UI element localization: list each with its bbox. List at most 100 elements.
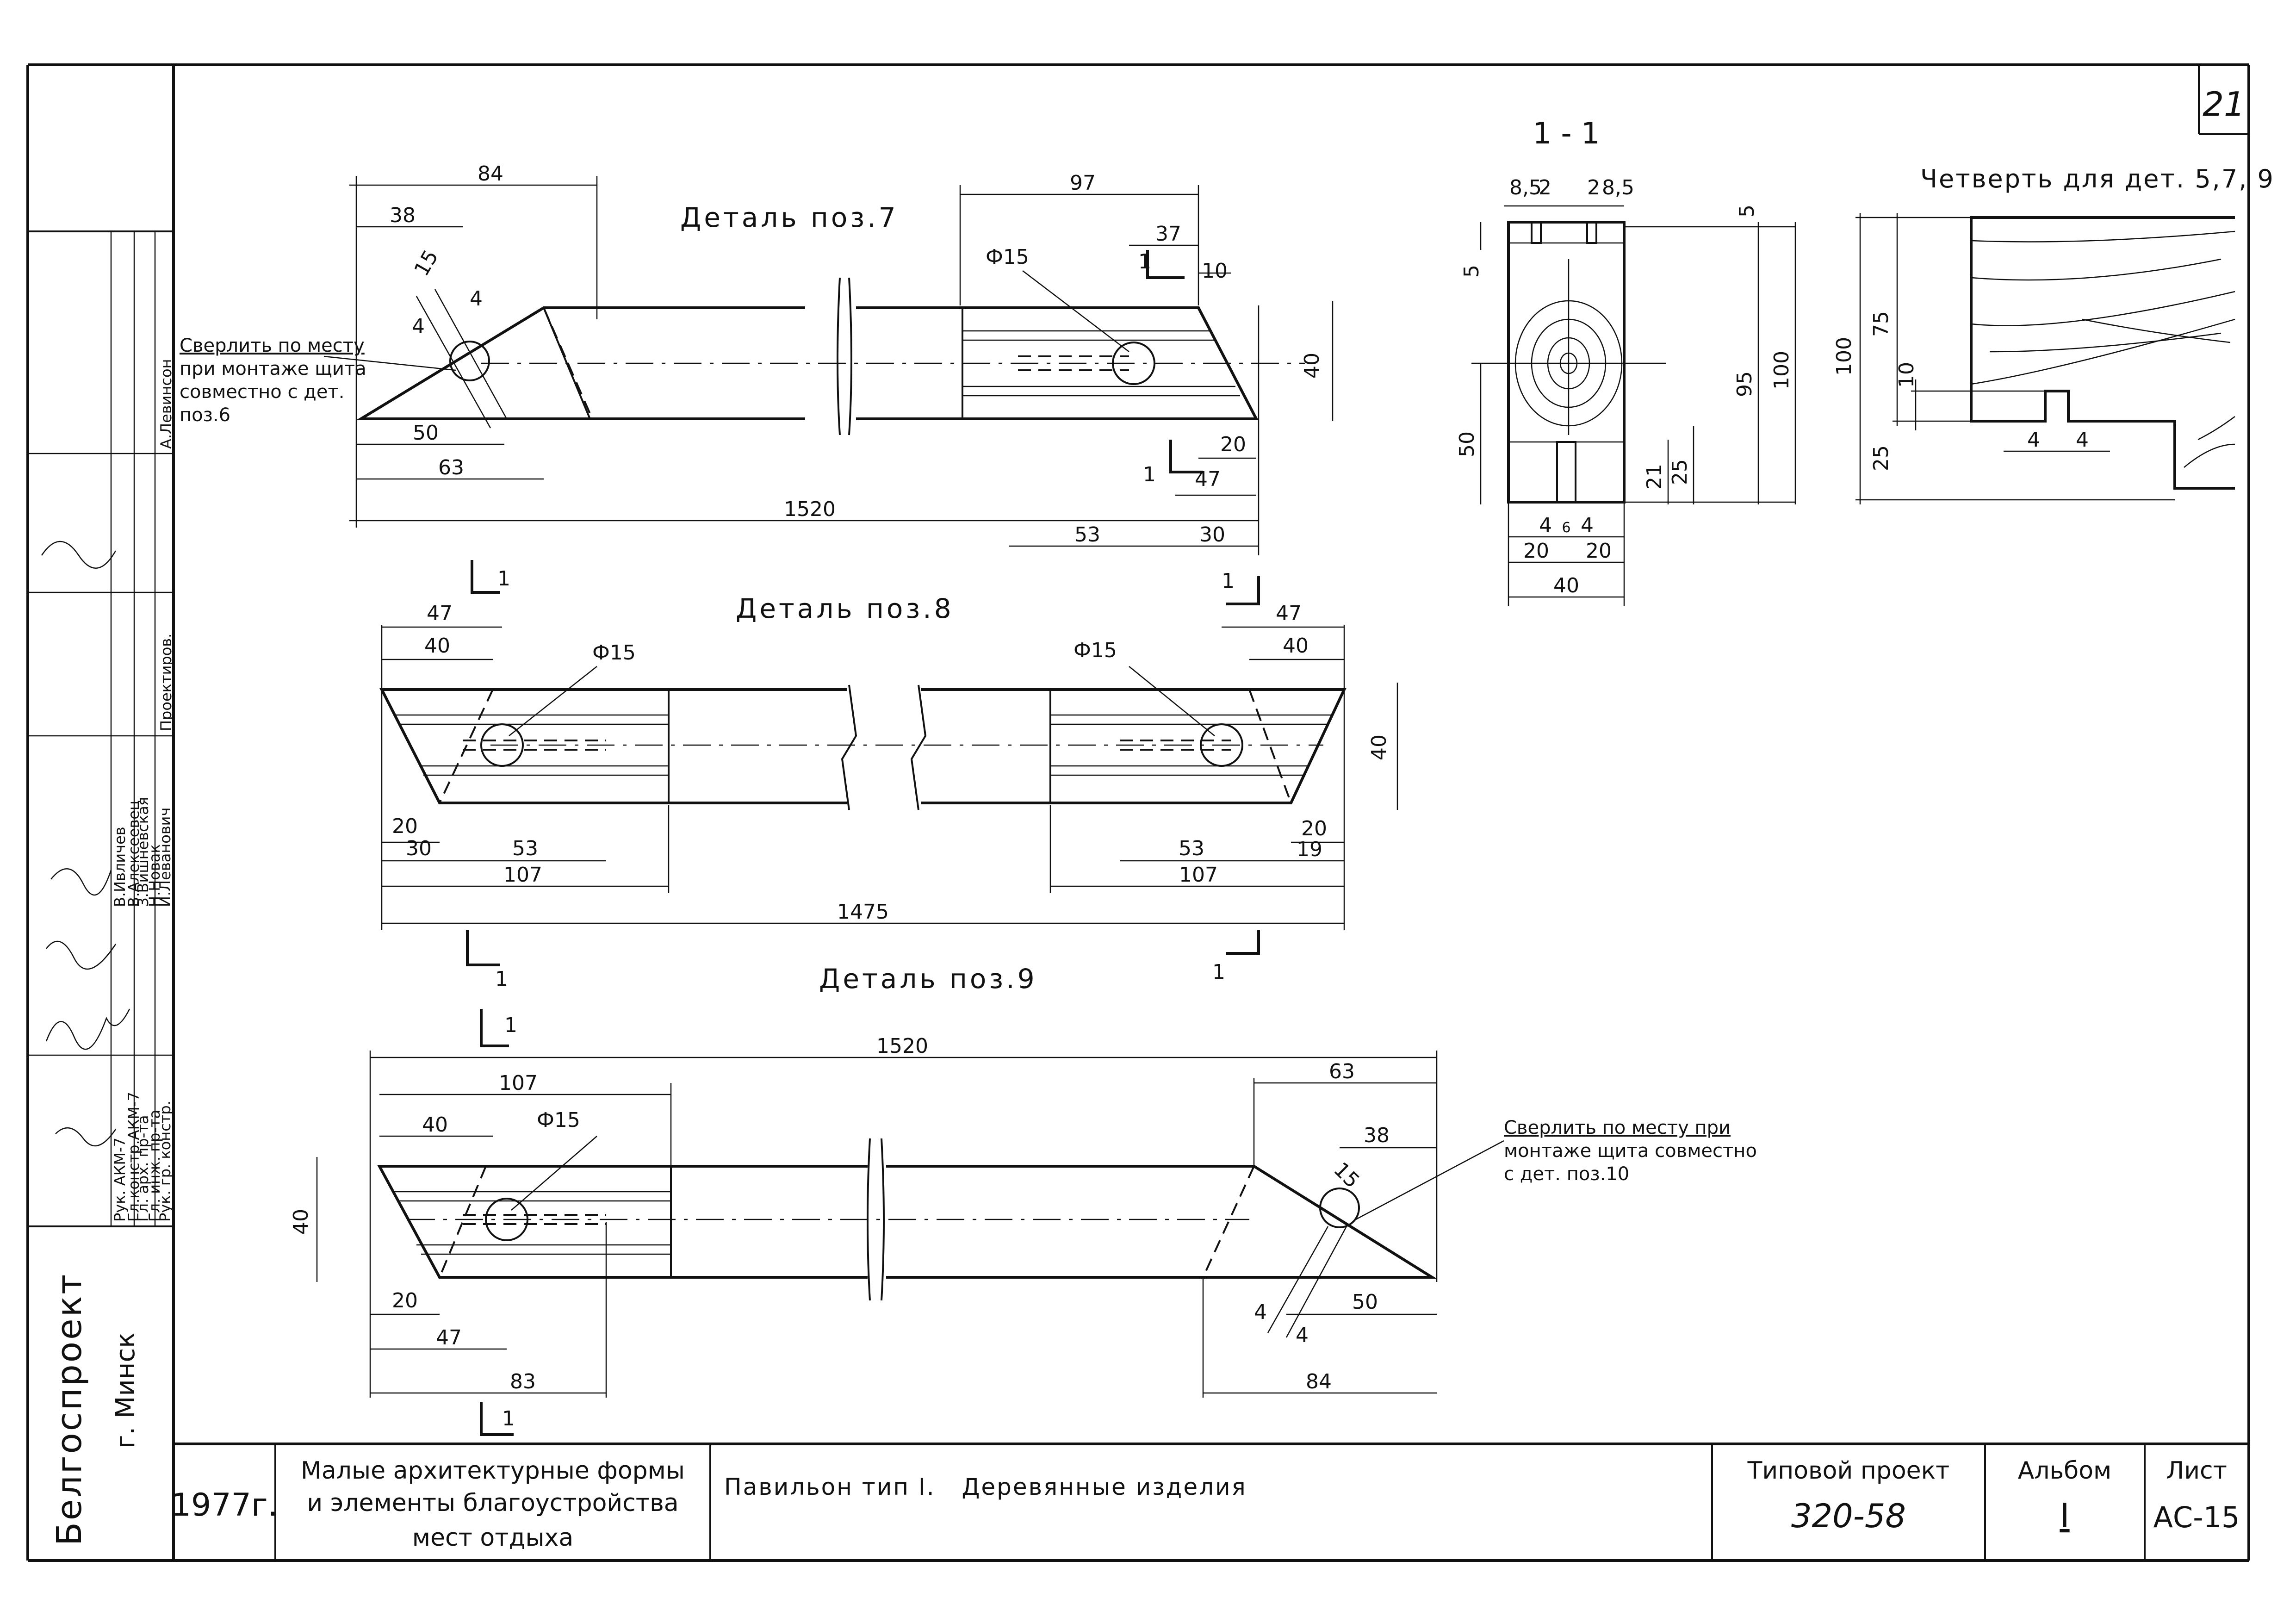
q-4r: 4 bbox=[2076, 428, 2089, 452]
d8-cut-2: 1 bbox=[1222, 569, 1235, 593]
q-75: 75 bbox=[1869, 311, 1893, 337]
detail8-title: Деталь поз.8 bbox=[736, 593, 954, 624]
s11-40: 40 bbox=[1553, 574, 1579, 597]
d7-30: 30 bbox=[1199, 523, 1225, 547]
side-name-3: З.Вишневская bbox=[134, 797, 152, 907]
detail8-hole-right: Ф15 bbox=[1074, 639, 1117, 662]
side-designed-label: Проектиров. bbox=[157, 634, 175, 731]
q-10: 10 bbox=[1895, 362, 1918, 388]
detail9-note-1: Сверлить по месту при bbox=[1504, 1117, 1731, 1138]
side-name-4: Н.Новак bbox=[146, 844, 163, 907]
detail9-note-2: монтаже щита совместно bbox=[1504, 1140, 1757, 1162]
s11-4r: 4 bbox=[1581, 514, 1594, 537]
d8-107l: 107 bbox=[503, 863, 542, 887]
d7-20: 20 bbox=[1220, 433, 1246, 456]
quarter-drawing bbox=[1970, 216, 2235, 490]
d8-40h: 40 bbox=[1367, 734, 1391, 760]
d9-83: 83 bbox=[510, 1370, 536, 1393]
side-name-2: В.Алексеевец bbox=[125, 800, 143, 907]
d8-40l: 40 bbox=[424, 634, 450, 658]
d8-1475: 1475 bbox=[837, 900, 889, 924]
d9-cut-bottom: 1 bbox=[502, 1407, 515, 1430]
section11-dim-lines bbox=[1480, 205, 1796, 606]
side-org: Белгоспроект bbox=[50, 1273, 89, 1546]
quarter-title: Четверть для дет. 5,7, 9 bbox=[1920, 164, 2275, 193]
d7-4a: 4 bbox=[412, 315, 425, 338]
d8-53r: 53 bbox=[1179, 837, 1204, 860]
s11-95: 95 bbox=[1733, 371, 1756, 397]
detail9-cut-marks bbox=[480, 1009, 514, 1436]
d7-cut-top: 1 bbox=[1138, 250, 1151, 274]
tb-sheet-label: Лист bbox=[2166, 1457, 2227, 1485]
tb-series-1: Малые архитектурные формы bbox=[301, 1457, 685, 1485]
d7-63: 63 bbox=[438, 456, 464, 479]
detail9-drawing bbox=[377, 1138, 1437, 1338]
d7-97: 97 bbox=[1070, 171, 1096, 195]
title-block bbox=[174, 1443, 2249, 1561]
side-role-1: Рук. АКМ-7 bbox=[111, 1138, 129, 1222]
detail7-dim-lines bbox=[349, 176, 1334, 555]
side-role-3: Гл. арх. пр-та bbox=[134, 1115, 152, 1222]
section11-drawing bbox=[1471, 221, 1666, 504]
tb-project-label: Типовой проект bbox=[1747, 1457, 1950, 1485]
tb-sheet-value: АС-15 bbox=[2153, 1500, 2240, 1534]
d7-84: 84 bbox=[478, 162, 503, 186]
s11-20l: 20 bbox=[1523, 539, 1549, 563]
sheet-number: 21 bbox=[2203, 85, 2245, 124]
detail9-title: Деталь поз.9 bbox=[819, 963, 1037, 995]
detail7-note-3: совместно с дет. bbox=[180, 381, 344, 403]
side-role-5: Рук. гр. констр. bbox=[156, 1101, 174, 1222]
d8-cut-4: 1 bbox=[1212, 960, 1225, 984]
d8-20r: 20 bbox=[1301, 817, 1327, 840]
detail9-dim-lines bbox=[316, 1051, 1438, 1398]
side-stamp bbox=[28, 230, 174, 1227]
detail7-cut-marks bbox=[1146, 250, 1203, 473]
d8-19r: 19 bbox=[1297, 838, 1322, 861]
d9-15: 15 bbox=[1329, 1158, 1364, 1193]
detail8-drawing bbox=[379, 684, 1347, 810]
s11-4l: 4 bbox=[1539, 514, 1552, 537]
detail9-note-3: с дет. поз.10 bbox=[1504, 1163, 1629, 1185]
tb-description: Павильон тип I. Деревянные изделия bbox=[724, 1474, 1247, 1500]
d9-20: 20 bbox=[392, 1289, 418, 1312]
s11-2r: 2 bbox=[1587, 176, 1600, 199]
d8-cut-1: 1 bbox=[497, 567, 510, 591]
d8-cut-3: 1 bbox=[495, 967, 508, 991]
tb-series-2: и элементы благоустройства bbox=[307, 1489, 678, 1517]
s11-85r: 8,5 bbox=[1602, 176, 1634, 199]
d9-1520: 1520 bbox=[876, 1034, 928, 1058]
d7-38: 38 bbox=[390, 204, 416, 227]
d9-47: 47 bbox=[436, 1326, 462, 1349]
d9-4b: 4 bbox=[1296, 1324, 1309, 1347]
s11-50: 50 bbox=[1455, 431, 1479, 457]
d9-107: 107 bbox=[499, 1071, 538, 1095]
d7-1520: 1520 bbox=[784, 497, 836, 521]
d9-40h: 40 bbox=[289, 1209, 313, 1235]
detail9-hole: Ф15 bbox=[537, 1108, 580, 1132]
sheet-frame bbox=[26, 63, 2250, 1562]
d8-47l: 47 bbox=[427, 602, 453, 625]
side-designer: А.Левинсон bbox=[157, 359, 175, 449]
d9-4a: 4 bbox=[1254, 1300, 1267, 1324]
d7-50: 50 bbox=[413, 421, 439, 445]
tb-project-value: 320-58 bbox=[1791, 1497, 1906, 1535]
detail7-note-4: поз.6 bbox=[180, 404, 230, 426]
detail8-dim-lines bbox=[381, 625, 1398, 930]
d8-53l: 53 bbox=[512, 837, 538, 860]
tb-album-label: Альбом bbox=[2018, 1457, 2112, 1485]
s11-21: 21 bbox=[1643, 464, 1666, 490]
tb-year: 1977г. bbox=[171, 1487, 278, 1524]
side-name-1: В.Ивличев bbox=[111, 827, 129, 907]
d8-47r: 47 bbox=[1276, 602, 1302, 625]
detail8-hole-left: Ф15 bbox=[592, 641, 636, 665]
section11-title: 1 - 1 bbox=[1533, 117, 1600, 151]
d8-20l: 20 bbox=[392, 815, 418, 838]
d8-40r: 40 bbox=[1283, 634, 1309, 658]
d8-30l: 30 bbox=[406, 837, 432, 860]
s11-6: 6 bbox=[1562, 520, 1570, 536]
d7-4b: 4 bbox=[470, 287, 483, 311]
d7-10: 10 bbox=[1202, 259, 1228, 283]
d7-cut-bottom: 1 bbox=[1143, 463, 1156, 486]
side-name-5: И.Леванович bbox=[156, 808, 174, 907]
